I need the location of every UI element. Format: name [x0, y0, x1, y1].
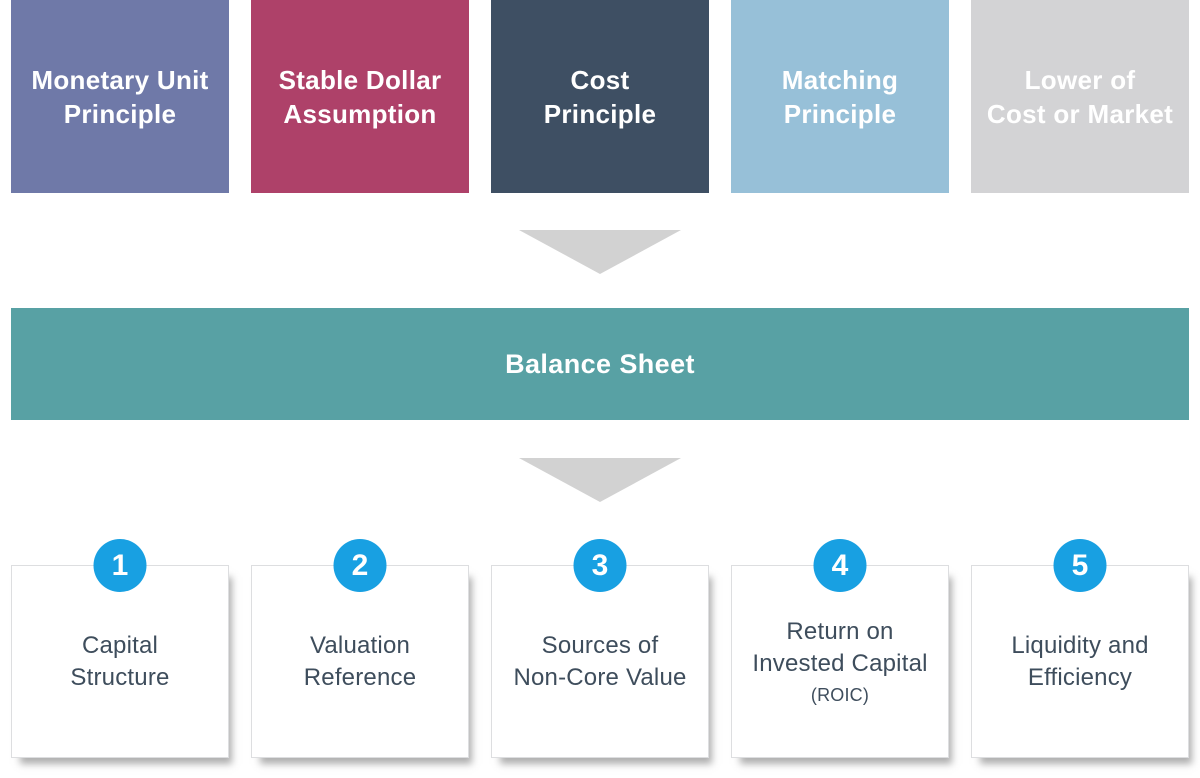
- principle-label: Principle: [63, 98, 177, 129]
- principle-label: Monetary Unit: [31, 64, 209, 95]
- principle-label: Cost or Market: [986, 98, 1174, 129]
- factor-card-roic: 4 Return on Invested Capital (ROIC): [731, 539, 949, 758]
- factor-card-liquidity-efficiency: 5 Liquidity and Efficiency: [971, 539, 1189, 758]
- number-badge: 3: [573, 539, 627, 592]
- principle-box-matching: Matching Principle: [731, 0, 949, 193]
- number-badge: 5: [1053, 539, 1107, 592]
- principle-box-cost: Cost Principle: [491, 0, 709, 193]
- principle-label: Lower of: [1024, 64, 1136, 95]
- banner-label: Balance Sheet: [505, 348, 695, 379]
- principle-box-stable-dollar: Stable Dollar Assumption: [251, 0, 469, 193]
- principle-box-lower-of-cost: Lower of Cost or Market: [971, 0, 1189, 193]
- factor-sub-label: (ROIC): [810, 685, 870, 705]
- principle-box-monetary-unit: Monetary Unit Principle: [11, 0, 229, 193]
- factor-label: Return on Invested Capital (ROIC): [752, 618, 928, 705]
- principle-label: Assumption: [283, 98, 437, 129]
- principle-label: Matching: [781, 64, 899, 95]
- balance-sheet-banner: Balance Sheet: [11, 308, 1189, 420]
- factor-card-valuation-reference: 2 Valuation Reference: [251, 539, 469, 758]
- down-arrow-icon: [519, 230, 681, 274]
- factor-label: Capital Structure: [70, 631, 170, 691]
- factor-card-non-core-value: 3 Sources of Non-Core Value: [491, 539, 709, 758]
- principle-label: Principle: [543, 98, 657, 129]
- number-badge: 1: [93, 539, 147, 592]
- principle-label: Principle: [783, 98, 897, 129]
- factor-card-capital-structure: 1 Capital Structure: [11, 539, 229, 758]
- down-arrow-icon: [519, 458, 681, 502]
- factors-row: 1 Capital Structure 2 Valuation Referenc…: [0, 539, 1200, 758]
- principle-label: Stable Dollar: [278, 64, 442, 95]
- factor-label: Sources of Non-Core Value: [513, 631, 687, 691]
- principle-label: Cost: [570, 64, 630, 95]
- principles-row: Monetary Unit Principle Stable Dollar As…: [0, 0, 1200, 193]
- number-badge: 2: [333, 539, 387, 592]
- number-badge: 4: [813, 539, 867, 592]
- factor-label: Liquidity and Efficiency: [1011, 631, 1149, 691]
- factor-label: Valuation Reference: [303, 631, 417, 691]
